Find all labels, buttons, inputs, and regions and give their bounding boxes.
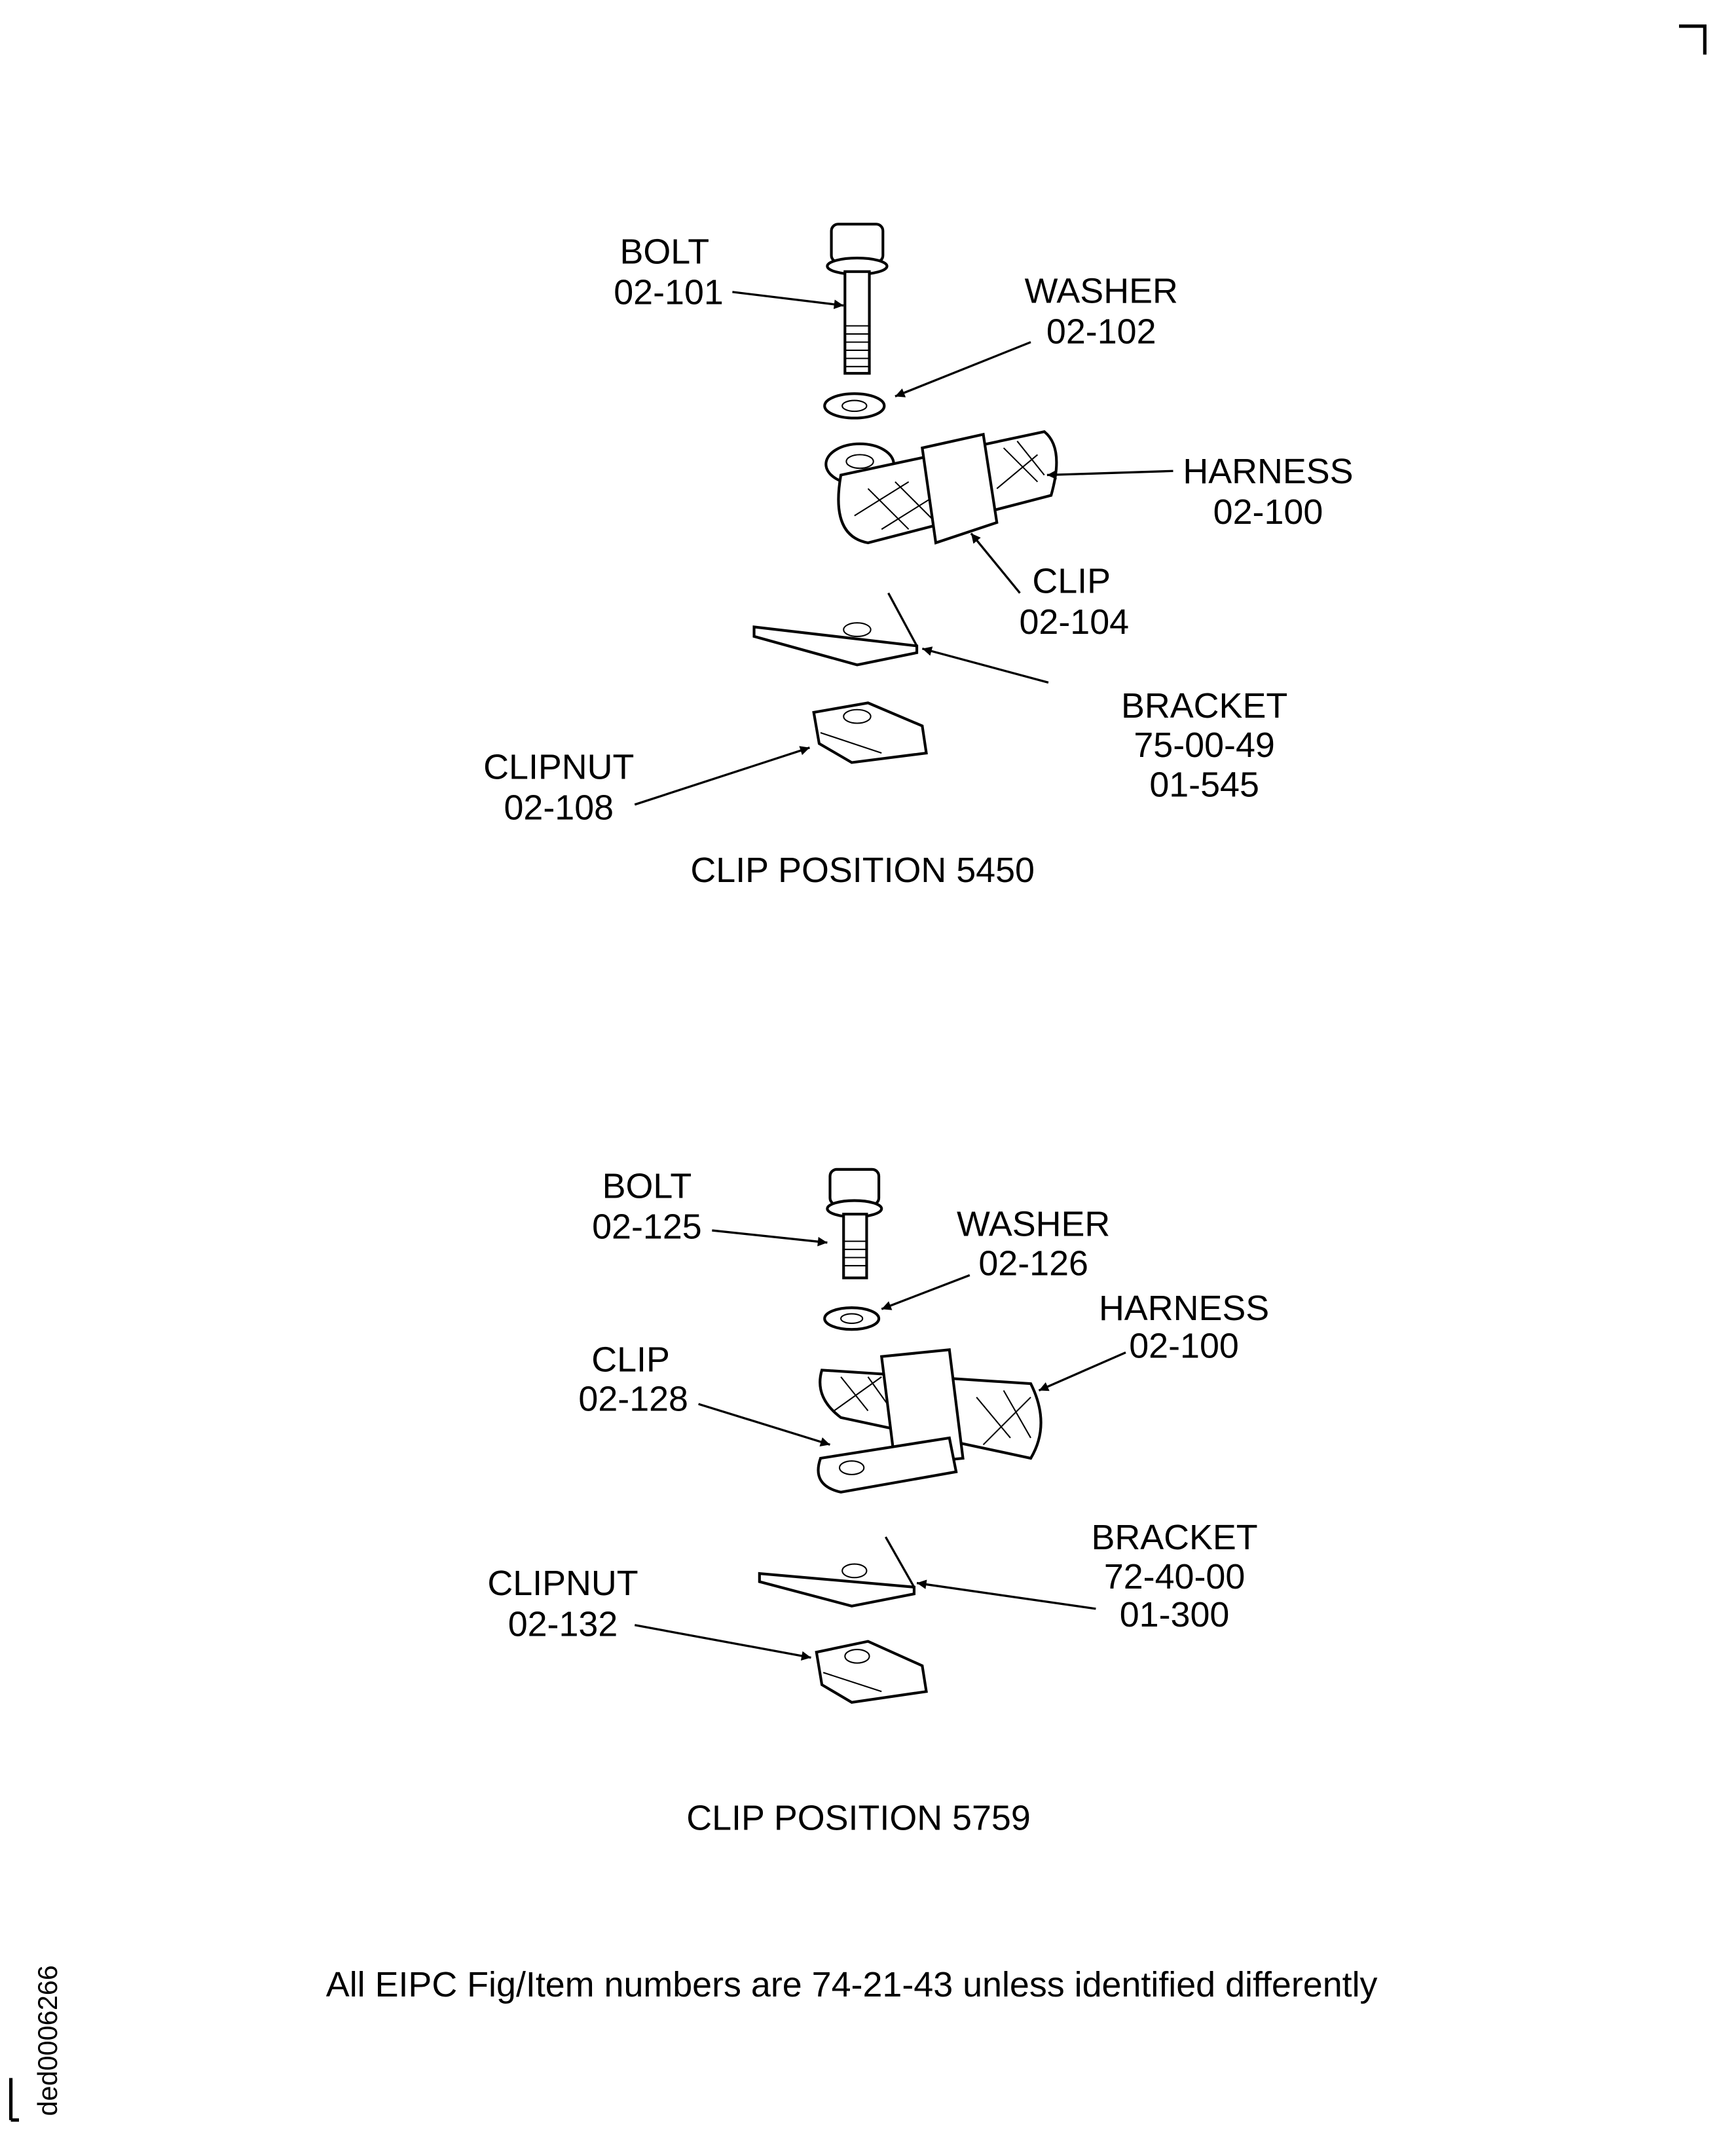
label-ref: 75-00-49 — [1134, 726, 1274, 765]
drawing-id-text: ded0006266 — [33, 1965, 63, 2116]
label-item: 02-100 — [1129, 1327, 1239, 1366]
label-name: HARNESS — [1183, 452, 1353, 491]
label-harness: HARNESS 02-100 — [1099, 1289, 1269, 1366]
label-clip: CLIP 02-104 — [1020, 562, 1130, 642]
label-item: 02-101 — [614, 273, 724, 312]
figure-caption: CLIP POSITION 5450 — [690, 851, 1035, 890]
label-item: 02-102 — [1046, 312, 1156, 352]
label-clipnut: CLIPNUT 02-132 — [487, 1564, 638, 1644]
label-ref: 72-40-00 — [1104, 1557, 1245, 1596]
label-name: CLIPNUT — [483, 747, 634, 786]
label-name: BOLT — [620, 232, 710, 271]
label-harness: HARNESS 02-100 — [1183, 452, 1353, 532]
label-name: BRACKET — [1091, 1518, 1257, 1557]
label-clipnut: CLIPNUT 02-108 — [483, 747, 634, 827]
figure-clip-position-5450: BOLT 02-101 WASHER 02-102 HARNESS 02-100… — [483, 223, 1354, 890]
label-item: 02-108 — [504, 788, 614, 828]
drawing-id: ded0006266 — [9, 1965, 63, 2122]
washer-drawing — [823, 392, 886, 420]
label-bracket: BRACKET 72-40-00 01-300 — [1091, 1518, 1257, 1634]
washer-drawing — [823, 1306, 881, 1331]
bolt-drawing — [826, 223, 889, 375]
label-item: 02-128 — [578, 1380, 688, 1419]
label-item: 01-300 — [1120, 1595, 1230, 1634]
label-item: 01-545 — [1149, 765, 1259, 804]
figure-clip-position-5759: BOLT 02-125 WASHER 02-126 HARNESS 02-100… — [487, 1166, 1269, 1837]
clip-harness-drawing — [817, 1348, 1043, 1494]
label-name: WASHER — [1025, 271, 1178, 310]
bracket-drawing — [758, 1536, 915, 1608]
clipnut-drawing — [812, 701, 928, 764]
label-name: HARNESS — [1099, 1289, 1269, 1328]
bolt-drawing — [826, 1168, 883, 1279]
label-name: WASHER — [957, 1204, 1110, 1243]
label-washer: WASHER 02-126 — [957, 1204, 1110, 1283]
label-bolt: BOLT 02-125 — [592, 1166, 702, 1246]
clip-harness-drawing — [824, 430, 1058, 545]
label-item: 02-104 — [1020, 602, 1130, 642]
label-clip: CLIP 02-128 — [578, 1340, 688, 1418]
bracket-drawing — [752, 592, 919, 667]
label-item: 02-126 — [978, 1243, 1088, 1283]
footer-note: All EIPC Fig/Item numbers are 74-21-43 u… — [326, 1965, 1378, 2004]
label-bolt: BOLT 02-101 — [614, 232, 724, 312]
label-name: BRACKET — [1121, 686, 1287, 726]
label-name: CLIP — [1032, 562, 1111, 601]
corner-crop-mark — [1679, 24, 1707, 55]
label-item: 02-125 — [592, 1207, 702, 1246]
label-item: 02-100 — [1213, 492, 1323, 532]
label-washer: WASHER 02-102 — [1025, 271, 1178, 351]
label-item: 02-132 — [508, 1604, 618, 1644]
label-bracket: BRACKET 75-00-49 01-545 — [1121, 686, 1287, 804]
label-name: CLIP — [591, 1340, 670, 1379]
label-name: BOLT — [602, 1166, 692, 1205]
clipnut-drawing — [815, 1640, 928, 1704]
figure-caption: CLIP POSITION 5759 — [686, 1798, 1031, 1837]
label-name: CLIPNUT — [487, 1564, 638, 1603]
